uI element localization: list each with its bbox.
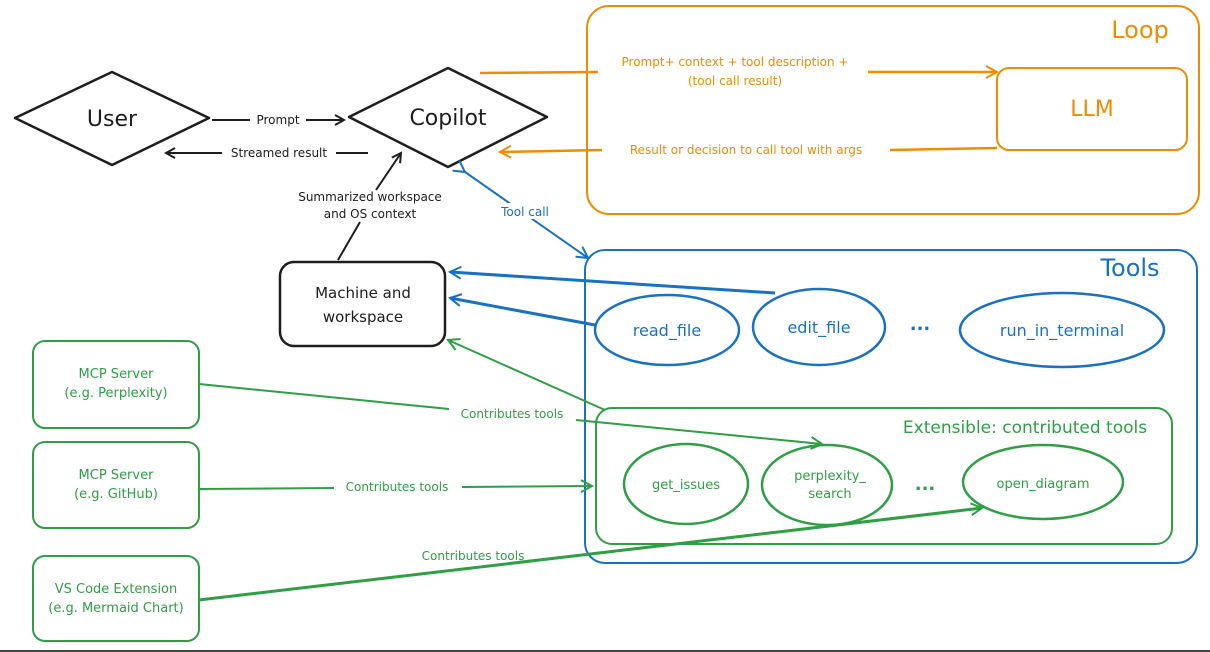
- tool-edit-file: [751, 287, 887, 367]
- vscode-extension-label: VS Code Extension: [55, 582, 178, 597]
- edge-to-llm-label-2: (tool call result): [688, 74, 782, 88]
- edge-from-llm-line: [500, 148, 998, 152]
- vscode-extension-label-2: (e.g. Mermaid Chart): [48, 601, 183, 616]
- edge-perplexity-contributes-line: [198, 383, 822, 444]
- edge-prompt-label-bg: [250, 112, 306, 128]
- edge-context-line: [337, 153, 401, 261]
- tool-get-issues: [622, 442, 750, 526]
- loop-group-label: Loop: [1111, 16, 1169, 44]
- user-node: [13, 70, 211, 167]
- tool-open-diagram: [961, 443, 1125, 521]
- mcp-server-github-label-2: (e.g. GitHub): [74, 487, 158, 502]
- tool-read-file: [593, 293, 741, 367]
- tools-group-box: [584, 249, 1198, 564]
- edge-prompt-label: Prompt: [256, 113, 299, 127]
- tool-run-in-terminal-label: run_in_terminal: [1000, 321, 1124, 341]
- contributed-tools-ellipsis: ...: [915, 474, 936, 495]
- edge-tool-call-label-bg: [492, 203, 558, 219]
- edge-from-llm-label: Result or decision to call tool with arg…: [630, 143, 862, 157]
- edge-streamed-result-label: Streamed result: [231, 146, 327, 160]
- edge-tool-call-label: Tool call: [500, 205, 549, 219]
- machine-workspace-node: [278, 260, 447, 348]
- tool-open-diagram-label: open_diagram: [997, 477, 1090, 492]
- edge-read-file-to-machine: [450, 298, 596, 327]
- edge-context-label: Summarized workspace: [298, 190, 442, 204]
- edge-to-llm-label: Prompt+ context + tool description +: [622, 55, 849, 69]
- mcp-server-perplexity-label-2: (e.g. Perplexity): [64, 386, 167, 401]
- tool-read-file-label: read_file: [633, 321, 701, 341]
- machine-workspace-label: Machine and: [315, 284, 411, 302]
- copilot-label: Copilot: [409, 106, 486, 131]
- edge-edit-file-to-machine: [450, 272, 776, 295]
- edge-github-contributes-label: Contributes tools: [346, 480, 449, 494]
- tools-ellipsis: ...: [910, 314, 931, 335]
- tool-get-issues-label: get_issues: [652, 478, 720, 493]
- tool-run-in-terminal: [958, 291, 1166, 369]
- tools-group-label: Tools: [1099, 254, 1159, 282]
- vscode-extension-node: [32, 555, 200, 642]
- tool-perplexity-search-label-2: search: [808, 487, 851, 502]
- mcp-server-perplexity-node: [32, 340, 200, 429]
- bottom-border: [0, 650, 1210, 652]
- loop-group-box: [586, 5, 1200, 215]
- extensible-group-label: Extensible: contributed tools: [903, 418, 1147, 438]
- edge-context-label-2: and OS context: [324, 207, 417, 221]
- edge-to-llm-line: [479, 72, 997, 73]
- tool-perplexity-search: [760, 443, 894, 527]
- edge-github-contributes-line: [198, 486, 592, 489]
- edge-vscode-contributes-label: Contributes tools: [422, 549, 525, 563]
- mcp-server-github-label: MCP Server: [79, 468, 155, 483]
- mcp-server-github-node: [32, 441, 200, 529]
- llm-label: LLM: [1070, 97, 1114, 122]
- mcp-server-perplexity-label: MCP Server: [79, 367, 155, 382]
- machine-workspace-label-2: workspace: [323, 308, 403, 326]
- copilot-node: [347, 66, 549, 169]
- edge-perplexity-contributes-label: Contributes tools: [461, 407, 564, 421]
- edge-extensible-to-machine: [448, 340, 606, 411]
- user-label: User: [87, 107, 138, 132]
- edge-vscode-contributes-line: [198, 508, 982, 602]
- tool-perplexity-search-label: perplexity_: [794, 469, 866, 484]
- edge-streamed-result-label-bg: [222, 145, 336, 161]
- llm-node: [996, 67, 1188, 151]
- tool-edit-file-label: edit_file: [787, 318, 850, 338]
